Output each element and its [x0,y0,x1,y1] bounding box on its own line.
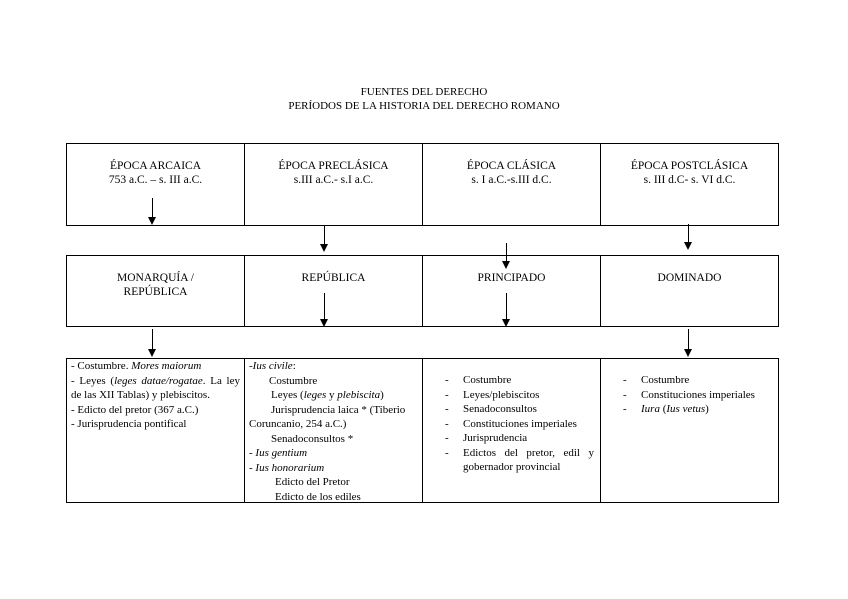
arrow-down-icon [684,224,693,251]
epoch-dates: 753 a.C. – s. III a.C. [108,174,203,186]
arrow-down-icon [502,243,511,269]
source-leyes: - Leyes (leges datae/rogatae. La ley de … [71,374,240,402]
source-costumbre: Costumbre [269,374,318,387]
regime-principado: PRINCIPADO [422,255,601,327]
epoch-preclasica: ÉPOCA PRECLÁSICA s.III a.C.- s.I a.C. [244,143,423,226]
regime-line-1: MONARQUÍA / [117,272,194,284]
arrow-down-icon [148,198,157,226]
epoch-clasica: ÉPOCA CLÁSICA s. I a.C.-s.III d.C. [422,143,601,226]
arrow-down-icon [684,329,693,358]
epoch-name: ÉPOCA POSTCLÁSICA [630,160,749,172]
epoch-arcaica: ÉPOCA ARCAICA 753 a.C. – s. III a.C. [66,143,245,226]
list-item: -Iura (Ius vetus) [623,403,709,415]
sources-postclasica: -Costumbre -Constituciones imperiales -I… [600,358,779,503]
epoch-dates: s.III a.C.- s.I a.C. [293,174,374,186]
source-edicto: - Edicto del pretor (367 a.C.) [71,403,199,416]
regime-republica: REPÚBLICA [244,255,423,327]
sources-list: -Costumbre -Leyes/plebiscitos -Senadocon… [423,373,594,475]
list-item: -Senadoconsultos [445,403,537,415]
source-edicto-ediles: Edicto de los ediles [275,490,361,503]
sources-preclasica: -Ius civile: Costumbre Leyes (leges y pl… [244,358,423,503]
sources-arcaica: - Costumbre. Mores maiorum - Leyes (lege… [66,358,245,503]
page-title: FUENTES DEL DERECHO PERÍODOS DE LA HISTO… [0,85,848,113]
list-item: -Constituciones imperiales [623,388,755,401]
title-line-1: FUENTES DEL DERECHO [360,86,488,98]
source-ius-gentium: - Ius gentium [249,447,308,459]
source-senadoconsultos: Senadoconsultos * [271,432,354,445]
regime-line-1: DOMINADO [657,272,722,284]
regime-line-1: PRINCIPADO [477,272,546,284]
epoch-dates: s. I a.C.-s.III d.C. [471,174,552,186]
source-jurisprudencia: - Jurisprudencia pontifical [71,418,187,430]
regime-dominado: DOMINADO [600,255,779,327]
sources-clasica: -Costumbre -Leyes/plebiscitos -Senadocon… [422,358,601,503]
epoch-dates: s. III d.C- s. VI d.C. [643,174,736,186]
list-item: -Edictos del pretor, edil y gobernador p… [445,446,594,474]
epoch-name: ÉPOCA CLÁSICA [466,160,557,172]
source-leyes: Leyes (leges y plebiscita) [271,389,384,401]
list-item: -Constituciones imperiales [445,417,577,430]
epoch-name: ÉPOCA ARCAICA [109,160,202,172]
regime-monarquia-republica: MONARQUÍA / REPÚBLICA [66,255,245,327]
regime-line-1: REPÚBLICA [301,272,366,284]
source-jurisprudencia: Jurisprudencia laica * (Tiberio Coruncan… [249,403,406,431]
list-item: -Costumbre [623,374,690,386]
arrow-down-icon [320,293,329,328]
arrow-down-icon [502,293,511,328]
source-costumbre: - Costumbre. Mores maiorum [71,360,202,372]
source-edicto-pretor: Edicto del Pretor [275,476,350,488]
sources-list: -Costumbre -Constituciones imperiales -I… [601,373,774,417]
list-item: -Jurisprudencia [445,432,528,444]
regime-line-2: REPÚBLICA [123,286,188,298]
source-ius-civile: -Ius civile: [249,360,296,372]
source-ius-honorarium: - Ius honorarium [249,461,325,474]
epoch-name: ÉPOCA PRECLÁSICA [278,160,389,172]
arrow-down-icon [148,329,157,358]
arrow-down-icon [320,226,329,253]
list-item: -Costumbre [445,374,512,386]
list-item: -Leyes/plebiscitos [445,388,540,401]
title-line-2: PERÍODOS DE LA HISTORIA DEL DERECHO ROMA… [288,100,560,112]
epoch-postclasica: ÉPOCA POSTCLÁSICA s. III d.C- s. VI d.C. [600,143,779,226]
